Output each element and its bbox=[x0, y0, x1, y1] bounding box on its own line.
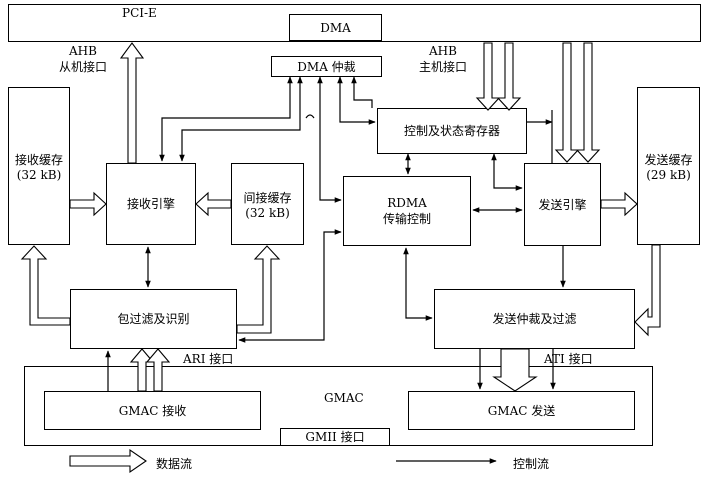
flow-rx-engine-to-pcie bbox=[119, 42, 145, 164]
ari-label: ARI 接口 bbox=[183, 352, 234, 366]
ahb-slave-label: AHB 从机接口 bbox=[52, 44, 114, 75]
packet-filter-label: 包过滤及识别 bbox=[117, 312, 190, 326]
gmac-rx-block: GMAC 接收 bbox=[44, 391, 261, 430]
gmac-tx-block: GMAC 发送 bbox=[408, 391, 635, 430]
ahb-master-label: AHB 主机接口 bbox=[412, 44, 474, 75]
tx-engine-block: 发送引擎 bbox=[524, 163, 601, 246]
flow-tx-buffer-to-tx-arbiter bbox=[634, 244, 661, 337]
rx-engine-label: 接收引擎 bbox=[126, 197, 175, 211]
flow-pcie-to-tx-arbiter-b bbox=[496, 42, 522, 111]
ahb-slave-line-1: AHB bbox=[69, 44, 97, 58]
flow-gmac-rx-to-filter bbox=[129, 348, 155, 392]
gmac-tx-label: GMAC 发送 bbox=[487, 403, 556, 418]
pcie-label: PCI-E bbox=[122, 6, 157, 20]
ati-label: ATI 接口 bbox=[544, 352, 593, 366]
dma-arbiter-block: DMA 仲裁 bbox=[271, 56, 382, 77]
tx-buffer-block: 发送缓存 (29 kB) bbox=[637, 87, 700, 245]
flow-filter-to-rx-buffer bbox=[20, 245, 71, 326]
tx-buffer-line-1: 发送缓存 bbox=[644, 152, 693, 167]
ctrl-arbiter-down bbox=[351, 76, 373, 108]
legend-data-flow-label: 数据流 bbox=[156, 457, 193, 471]
dma-label: DMA bbox=[320, 20, 351, 35]
ahb-master-line-2: 主机接口 bbox=[418, 60, 467, 74]
flow-pcie-to-tx-engine bbox=[554, 42, 580, 163]
packet-filter-block: 包过滤及识别 bbox=[70, 289, 237, 349]
rdma-line-2: 传输控制 bbox=[382, 211, 431, 226]
ctrl-rdma-to-filter bbox=[238, 229, 342, 343]
gmii-block: GMII 接口 bbox=[280, 428, 390, 446]
gmac-label: GMAC bbox=[324, 391, 364, 405]
indirect-buffer-line-2: (32 kB) bbox=[245, 205, 290, 220]
indirect-buffer-line-1: 间接缓存 bbox=[243, 190, 292, 205]
ctrl-csr-to-tx-engine-2 bbox=[491, 153, 523, 191]
flow-pcie-to-tx-arbiter-a bbox=[475, 42, 501, 111]
flow-indirect-to-rx-engine bbox=[195, 191, 232, 217]
tx-buffer-line-2: (29 kB) bbox=[646, 167, 691, 182]
tx-engine-label: 发送引擎 bbox=[538, 197, 587, 212]
flow-rx-buffer-to-rx-engine bbox=[69, 191, 107, 217]
ctrl-crossover-hop bbox=[305, 114, 315, 119]
rx-buffer-block: 接收缓存 (32 kB) bbox=[8, 87, 70, 245]
flow-tx-arbiter-to-gmac-tx bbox=[492, 348, 538, 392]
gmac-rx-label: GMAC 接收 bbox=[118, 403, 187, 418]
rx-buffer-line-1: 接收缓存 bbox=[14, 152, 63, 167]
rx-buffer-line-2: (32 kB) bbox=[16, 167, 62, 182]
legend-data-flow-arrow bbox=[69, 448, 147, 474]
gmii-label: GMII 接口 bbox=[305, 430, 365, 444]
flow-pcie-to-tx-engine-2 bbox=[575, 42, 601, 163]
ctrl-arbiter-to-rx-engine-2 bbox=[179, 76, 303, 162]
rdma-block: RDMA 传输控制 bbox=[343, 176, 471, 246]
csr-label: 控制及状态寄存器 bbox=[403, 124, 500, 138]
tx-arbiter-label: 发送仲裁及过滤 bbox=[492, 312, 577, 326]
ctrl-arbiter-to-rx-engine bbox=[159, 76, 293, 162]
rdma-line-1: RDMA bbox=[387, 195, 427, 210]
legend-control-flow-label: 控制流 bbox=[513, 457, 550, 471]
ctrl-arbiter-to-rdma bbox=[317, 76, 342, 203]
flow-filter-to-indirect bbox=[236, 245, 281, 334]
flow-tx-engine-to-tx-buffer bbox=[600, 191, 638, 217]
dma-block: DMA bbox=[289, 14, 382, 41]
rx-engine-block: 接收引擎 bbox=[106, 163, 196, 245]
tx-arbiter-block: 发送仲裁及过滤 bbox=[434, 289, 635, 349]
legend bbox=[69, 448, 497, 474]
ctrl-rdma-to-tx-arbiter bbox=[403, 247, 433, 321]
csr-block: 控制及状态寄存器 bbox=[377, 108, 527, 154]
ahb-master-line-1: AHB bbox=[429, 44, 457, 58]
ahb-slave-line-2: 从机接口 bbox=[58, 60, 107, 74]
dma-arbiter-label: DMA 仲裁 bbox=[297, 59, 356, 74]
flow-gmac-rx-to-filter-2 bbox=[145, 348, 171, 392]
